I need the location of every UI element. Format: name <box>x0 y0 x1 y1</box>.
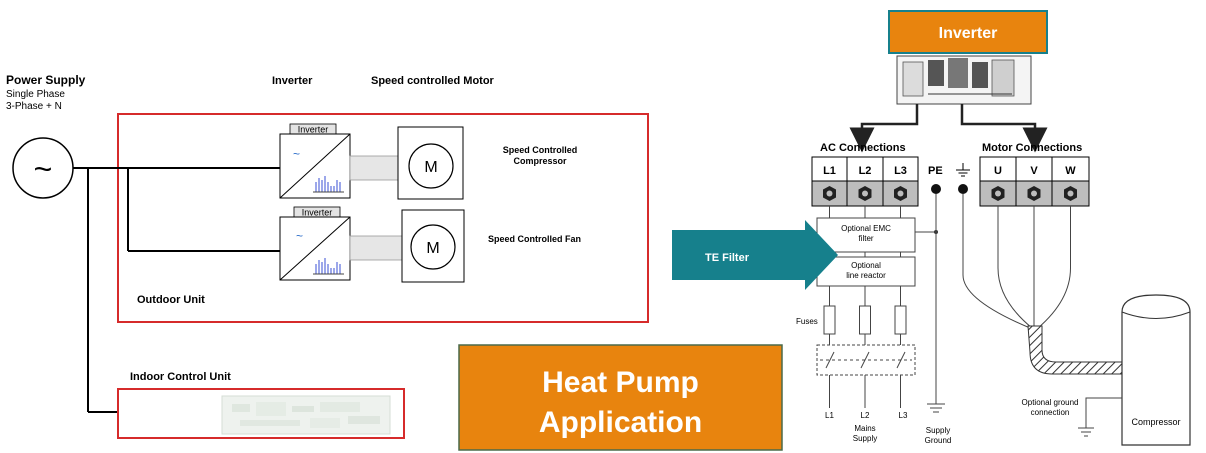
mains-wiring <box>816 286 916 408</box>
outdoor-unit-box <box>117 113 649 323</box>
supply-ground-line2: Ground <box>925 436 952 445</box>
terminal-v: V <box>1030 165 1038 177</box>
filter-chain: Optional EMC filter Optional line reacto… <box>816 206 938 287</box>
indoor-unit-label: Indoor Control Unit <box>130 371 231 383</box>
te-filter-arrow: TE Filter <box>672 220 838 290</box>
motor-m-compressor: M <box>424 159 437 176</box>
compressor-symbol: Compressor <box>1121 294 1191 446</box>
supply-ground-icon <box>927 194 945 413</box>
motor-symbol-compressor <box>408 143 454 189</box>
mains-label-line2: Supply <box>853 434 877 443</box>
terminal-l3: L3 <box>894 165 907 177</box>
mains-phase-l2: L2 <box>861 411 870 420</box>
te-filter-label: TE Filter <box>705 252 750 264</box>
compressor-label: Compressor <box>1131 417 1180 427</box>
inverter-orange-tag <box>888 10 1048 54</box>
inverter-tag-compressor-label: Inverter <box>298 125 329 135</box>
terminal-u: U <box>994 165 1002 177</box>
right-schematic: Inverter AC Connections Motor Connection… <box>672 10 1191 446</box>
ac-source-tilde: ~ <box>34 151 53 187</box>
heat-pump-title-box: Heat Pump Application <box>458 344 783 451</box>
ac-connections-label: AC Connections <box>820 142 906 154</box>
fuse-icon <box>859 305 871 335</box>
outdoor-unit-label: Outdoor Unit <box>137 294 205 306</box>
pwm-waveform-icon <box>313 176 344 193</box>
supply-ground-line1: Supply <box>926 426 950 435</box>
pwm-waveform-icon <box>313 258 344 275</box>
motor-m-fan: M <box>426 240 439 257</box>
mains-phase-l3: L3 <box>899 411 908 420</box>
power-supply-line1: Single Phase <box>6 89 65 100</box>
terminal-l1: L1 <box>823 165 836 177</box>
mains-label-line1: Mains <box>854 424 875 433</box>
title-line1: Heat Pump <box>542 366 699 399</box>
motor-column-header: Speed controlled Motor <box>371 75 495 87</box>
terminal-screw-icon <box>991 186 1077 201</box>
motor-connections-label: Motor Connections <box>982 142 1082 154</box>
supply-wiring <box>73 167 280 413</box>
optional-ground-line1: Optional ground <box>1022 398 1079 407</box>
coupling-fan <box>349 235 403 261</box>
ground-symbol-icon <box>956 163 970 177</box>
fuses-label: Fuses <box>796 317 818 326</box>
fan-label: Speed Controlled Fan <box>488 234 581 244</box>
emc-filter-line2: filter <box>858 234 873 243</box>
terminal-l2: L2 <box>859 165 872 177</box>
power-supply-line2: 3-Phase + N <box>6 101 62 112</box>
optional-ground-icon <box>1078 397 1122 437</box>
left-schematic: Power Supply Single Phase 3-Phase + N In… <box>6 73 649 439</box>
mains-phase-l1: L1 <box>825 411 834 420</box>
ac-wave-icon: ~ <box>293 147 300 161</box>
compressor-branch: Inverter ~ M Speed Controlled Compressor <box>279 123 578 200</box>
ac-terminal-block: L1 L2 L3 <box>811 156 919 207</box>
motor-symbol-fan <box>410 224 456 270</box>
fuse-icon <box>894 305 907 335</box>
line-reactor-line2: line reactor <box>846 271 886 280</box>
inverter-orange-tag-label: Inverter <box>939 25 998 42</box>
power-supply-title: Power Supply <box>6 73 86 87</box>
inverter-output-arrows <box>849 104 1048 153</box>
compressor-label-line2: Compressor <box>513 156 567 166</box>
inverter-device-image <box>896 55 1032 105</box>
inverter-column-header: Inverter <box>272 75 313 87</box>
optional-ground-line2: connection <box>1031 408 1070 417</box>
indoor-unit-box <box>117 388 405 439</box>
fuse-icon <box>823 305 836 335</box>
motor-terminal-block: U V W <box>979 156 1090 207</box>
motor-cable <box>962 194 1071 329</box>
pe-terminal <box>931 184 941 194</box>
pe-label: PE <box>928 165 943 177</box>
line-reactor-line1: Optional <box>851 261 881 270</box>
ground-terminal <box>958 184 968 194</box>
emc-filter-line1: Optional EMC <box>841 224 891 233</box>
control-board-image <box>221 395 391 435</box>
terminal-w: W <box>1065 165 1076 177</box>
line-reactor-box <box>816 256 916 287</box>
compressor-label-line1: Speed Controlled <box>503 145 578 155</box>
terminal-screw-icon <box>823 186 907 201</box>
inverter-tag-fan-label: Inverter <box>302 208 333 218</box>
coupling-compressor <box>349 155 399 181</box>
title-line2: Application <box>539 406 702 439</box>
fan-branch: Inverter ~ M Speed Controlled Fan <box>279 206 581 283</box>
ac-wave-icon: ~ <box>296 229 303 243</box>
